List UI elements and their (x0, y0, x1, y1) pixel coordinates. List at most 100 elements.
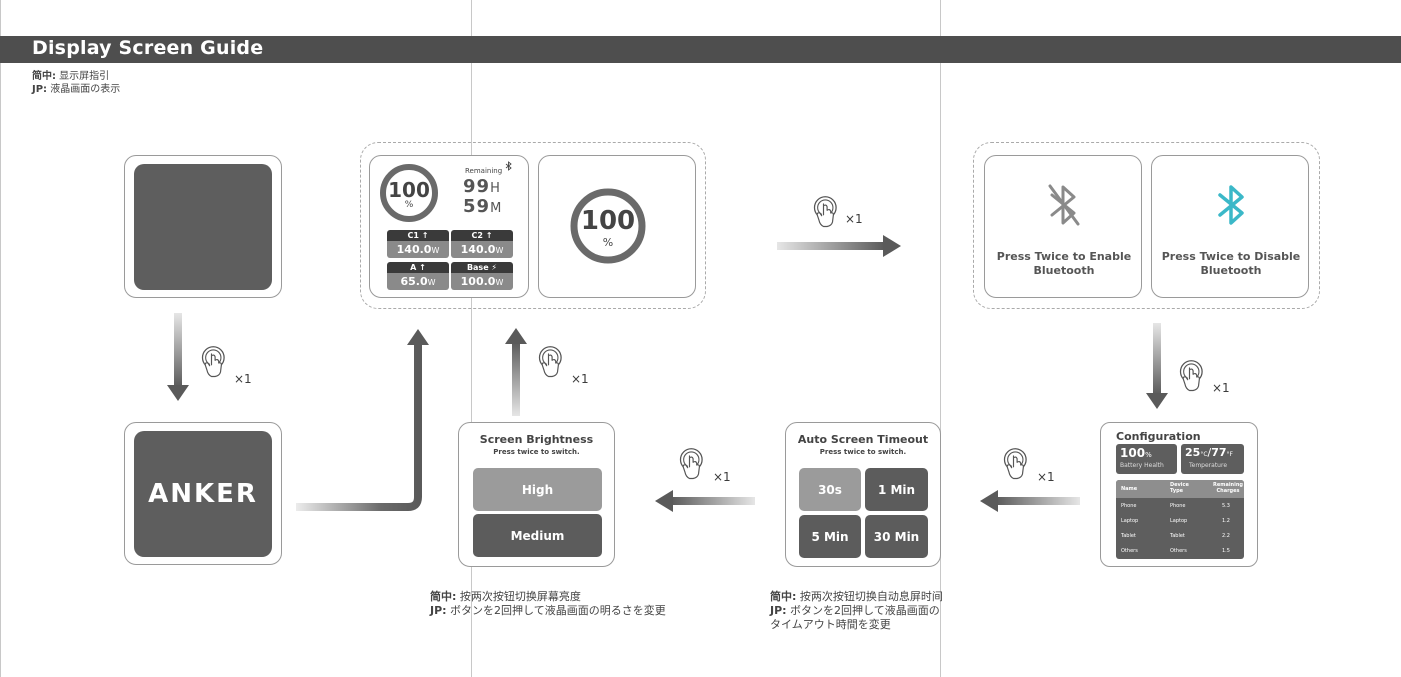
brightness-hint: Press twice to switch. (493, 448, 580, 456)
brightness-option-high[interactable]: High (473, 468, 602, 511)
timeout-hint: Press twice to switch. (819, 448, 907, 456)
cn-subtitle: 显示屏指引 (56, 71, 110, 82)
cell-charges: 5.3 (1222, 503, 1230, 509)
timeout-card: Auto Screen Timeout Press twice to switc… (785, 422, 941, 567)
configuration-card: Configuration 100% Battery Health 25°C/7… (1100, 422, 1258, 567)
arrow-up-elbow (296, 329, 429, 511)
big-battery-ring (570, 188, 646, 264)
temperature-box: 25°C/77°F Temperature (1181, 444, 1244, 474)
subtitle-block: 简中: 显示屏指引 JP: 液晶画面の表示 (32, 70, 120, 96)
temp-f-unit: °F (1226, 451, 1233, 458)
jp-label: JP: (32, 84, 48, 95)
logo-screen: ANKER (134, 431, 272, 557)
bluetooth-enable-card: Press Twice to Enable Bluetooth (984, 155, 1142, 298)
port-a: A ↑ 65.0W (387, 262, 449, 291)
battery-percent: 100 (388, 178, 430, 202)
bluetooth-disable-label: Press Twice to Disable Bluetooth (1161, 250, 1301, 277)
bluetooth-group (973, 142, 1320, 309)
port-arrow: ↑ (419, 263, 426, 272)
tap-icon (676, 447, 712, 483)
screen-off-card (124, 155, 282, 298)
tap-count: ×1 (571, 372, 589, 386)
cell-charges: 1.2 (1222, 518, 1230, 524)
table-header: Name Device Type Remaining Charges (1116, 480, 1244, 498)
timeout-option-30min[interactable]: 30 Min (865, 515, 928, 558)
cell-name: Others (1121, 548, 1138, 554)
port-name: C1 (407, 231, 419, 240)
battery-health-box: 100% Battery Health (1116, 444, 1177, 474)
remaining-minutes: 59M (463, 196, 502, 217)
arrow-left (655, 490, 755, 512)
cell-type: Phone (1170, 503, 1186, 509)
minutes-unit: M (490, 201, 503, 216)
cell-charges: 1.5 (1222, 548, 1230, 554)
guide-line (471, 0, 472, 677)
cn-label: 简中: (32, 71, 56, 82)
port-name: Base (466, 263, 489, 272)
port-c2: C2 ↑ 140.0W (451, 230, 513, 259)
tap-count: ×1 (1037, 470, 1055, 484)
brightness-option-medium[interactable]: Medium (473, 514, 602, 557)
tap-count: ×1 (713, 470, 731, 484)
health-unit: % (1145, 451, 1152, 459)
arrow-down (1146, 323, 1168, 409)
bluetooth-disable-card: Press Twice to Disable Bluetooth (1151, 155, 1309, 298)
column-header: Device Type (1170, 482, 1189, 494)
port-base: Base ⚡ 100.0W (451, 262, 513, 291)
timeout-option-1min[interactable]: 1 Min (865, 468, 928, 511)
port-value: 100.0 (460, 275, 496, 288)
battery-percent-unit: % (404, 200, 414, 210)
remaining-label: Remaining (465, 167, 503, 175)
battery-ring (380, 164, 438, 222)
bluetooth-enable-label: Press Twice to Enable Bluetooth (996, 250, 1132, 277)
big-battery-percent: 100 (580, 206, 636, 236)
port-unit: W (495, 278, 504, 287)
table-row: Tablet Tablet 2.2 (1116, 528, 1244, 543)
timeout-option-5min[interactable]: 5 Min (799, 515, 861, 558)
cell-name: Phone (1121, 503, 1137, 509)
hours-unit: H (490, 181, 501, 196)
big-battery-unit: % (602, 236, 614, 249)
port-value: 140.0 (460, 243, 496, 256)
port-value: 140.0 (396, 243, 432, 256)
remaining-hours: 99H (463, 176, 501, 197)
anker-logo: ANKER (148, 479, 258, 509)
note-label: 简中: (430, 590, 457, 603)
brightness-card: Screen Brightness Press twice to switch.… (458, 422, 615, 567)
arrow-left (980, 490, 1080, 512)
port-arrow: ⚡ (491, 263, 498, 272)
tap-icon (198, 345, 234, 381)
section-title: Display Screen Guide (32, 37, 264, 59)
note-text: 按两次按钮切换自动息屏时间 (796, 590, 943, 603)
temp-f: 77 (1211, 446, 1227, 459)
port-unit: W (431, 246, 440, 255)
hours-value: 99 (463, 176, 491, 197)
health-value: 100 (1120, 446, 1146, 460)
cell-type: Tablet (1170, 533, 1185, 539)
blank-screen (134, 164, 272, 290)
column-header: Remaining Charges (1213, 482, 1243, 494)
jp-subtitle: 液晶画面の表示 (47, 84, 121, 95)
bluetooth-small-icon (505, 161, 512, 171)
guide-line (940, 0, 941, 677)
tap-count: ×1 (1212, 381, 1230, 395)
brightness-note: 简中: 按两次按钮切换屏幕亮度 JP: ボタンを2回押して液晶画面の明るさを変更 (430, 590, 666, 618)
bluetooth-off-icon (1048, 184, 1080, 226)
port-arrow: ↑ (485, 231, 493, 240)
guide-line (0, 0, 1, 677)
tap-icon (1176, 359, 1212, 395)
table-row: Laptop Laptop 1.2 (1116, 513, 1244, 528)
health-label: Battery Health (1120, 462, 1164, 469)
tap-icon (1000, 447, 1036, 483)
port-name: A (410, 263, 417, 272)
tap-icon (535, 345, 571, 381)
tap-count: ×1 (845, 212, 863, 226)
brightness-title: Screen Brightness (479, 433, 594, 446)
main-status-card: 100 % Remaining 99H 59M C1 ↑ 140.0W C2 ↑… (369, 155, 529, 298)
timeout-option-30s[interactable]: 30s (799, 468, 861, 511)
tap-count: ×1 (234, 372, 252, 386)
temp-label: Temperature (1189, 462, 1228, 469)
port-unit: W (427, 278, 436, 287)
temp-c-unit: °C (1200, 451, 1208, 458)
cell-charges: 2.2 (1222, 533, 1230, 539)
